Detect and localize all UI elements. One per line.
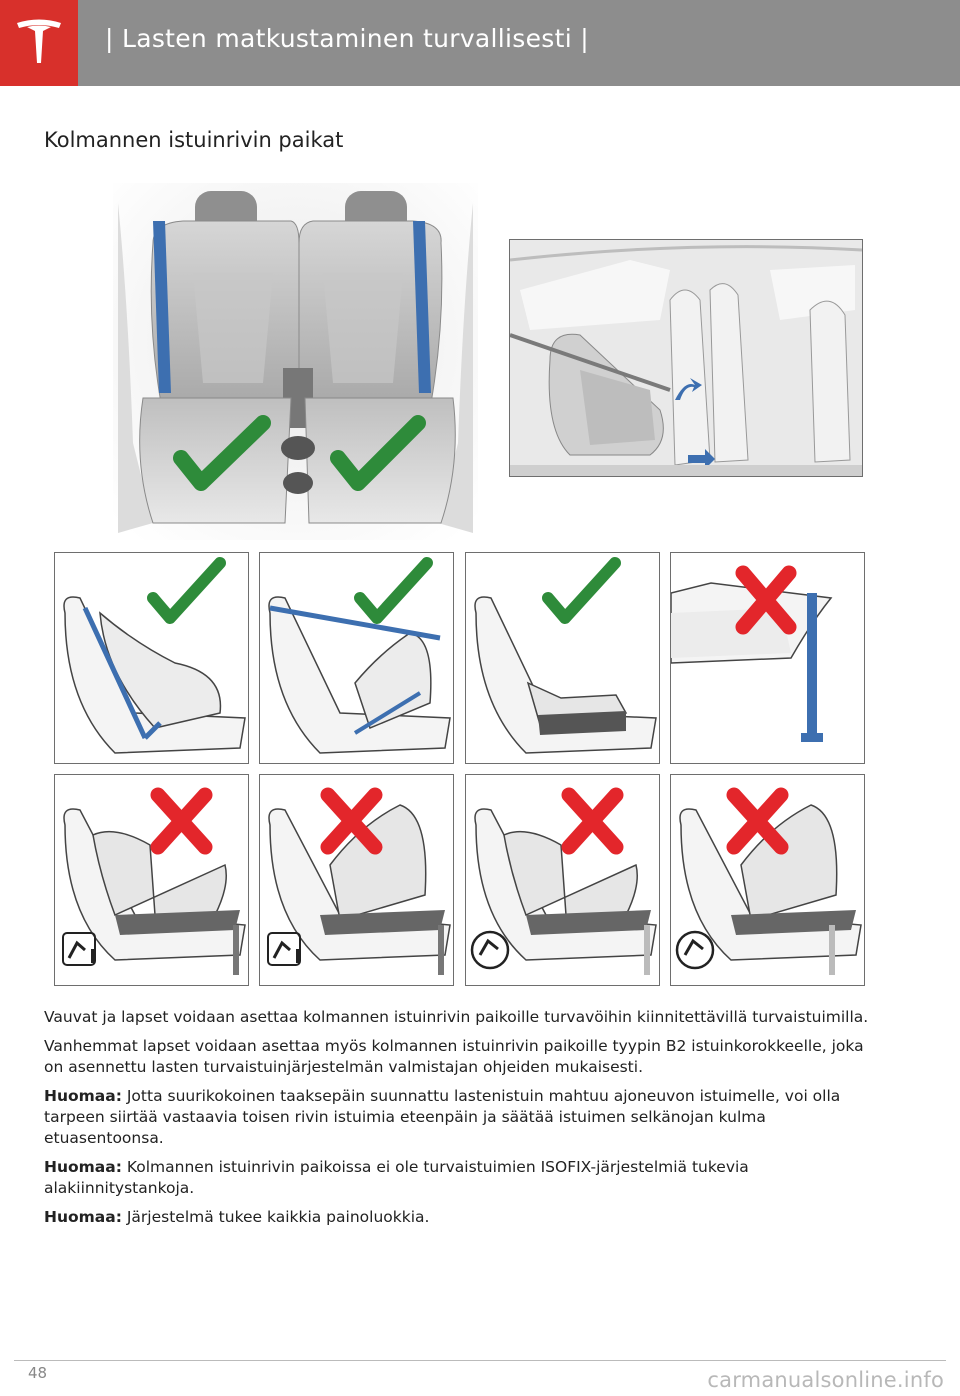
seat-panel-3 [465, 552, 660, 764]
seat-panel-5 [54, 774, 249, 986]
check-mark-icon [542, 557, 621, 624]
seat-panel-1 [54, 552, 249, 764]
arrow-icon [675, 378, 702, 400]
tesla-logo-icon [17, 19, 61, 63]
section-title: Kolmannen istuinrivin paikat [44, 128, 344, 152]
cross-mark-icon [726, 787, 789, 855]
header-title: | Lasten matkustaminen turvallisesti | [105, 24, 589, 53]
note: Huomaa: Järjestelmä tukee kaikkia painol… [44, 1207, 874, 1228]
note-label: Huomaa: [44, 1087, 122, 1105]
seat-panel-7 [465, 774, 660, 986]
arrow-icon [688, 449, 715, 469]
cross-mark-icon [320, 787, 383, 855]
paragraph: Vauvat ja lapset voidaan asettaa kolmann… [44, 1008, 869, 1026]
body-text: Vauvat ja lapset voidaan asettaa kolmann… [44, 1007, 874, 1236]
page-number: 48 [28, 1364, 48, 1382]
check-mark-icon [330, 415, 426, 491]
logo-box [0, 0, 78, 86]
note-label: Huomaa: [44, 1208, 122, 1226]
seat-panel-6 [259, 774, 454, 986]
header-bar: | Lasten matkustaminen turvallisesti | [0, 0, 960, 86]
watermark: carmanualsonline.info [707, 1368, 944, 1392]
check-mark-icon [354, 557, 433, 624]
cross-mark-icon [150, 787, 213, 855]
rear-seats-figure [113, 183, 478, 540]
note: Huomaa: Jotta suurikokoinen taaksepäin s… [44, 1086, 874, 1149]
note-label: Huomaa: [44, 1158, 122, 1176]
note-text: Järjestelmä tukee kaikkia painoluokkia. [121, 1208, 430, 1226]
paragraph: Vanhemmat lapset voidaan asettaa myös ko… [44, 1037, 864, 1076]
seat-panel-8 [670, 774, 865, 986]
seat-panel-2 [259, 552, 454, 764]
note-text: Jotta suurikokoinen taaksepäin suunnattu… [44, 1087, 841, 1147]
note: Huomaa: Kolmannen istuinrivin paikoissa … [44, 1157, 874, 1199]
check-mark-icon [173, 415, 271, 491]
cross-mark-icon [735, 565, 797, 635]
footer-divider [14, 1360, 946, 1361]
side-view-figure [509, 239, 863, 477]
check-mark-icon [147, 557, 226, 624]
seat-panel-4 [670, 552, 865, 764]
cross-mark-icon [561, 787, 624, 855]
note-text: Kolmannen istuinrivin paikoissa ei ole t… [44, 1158, 749, 1197]
